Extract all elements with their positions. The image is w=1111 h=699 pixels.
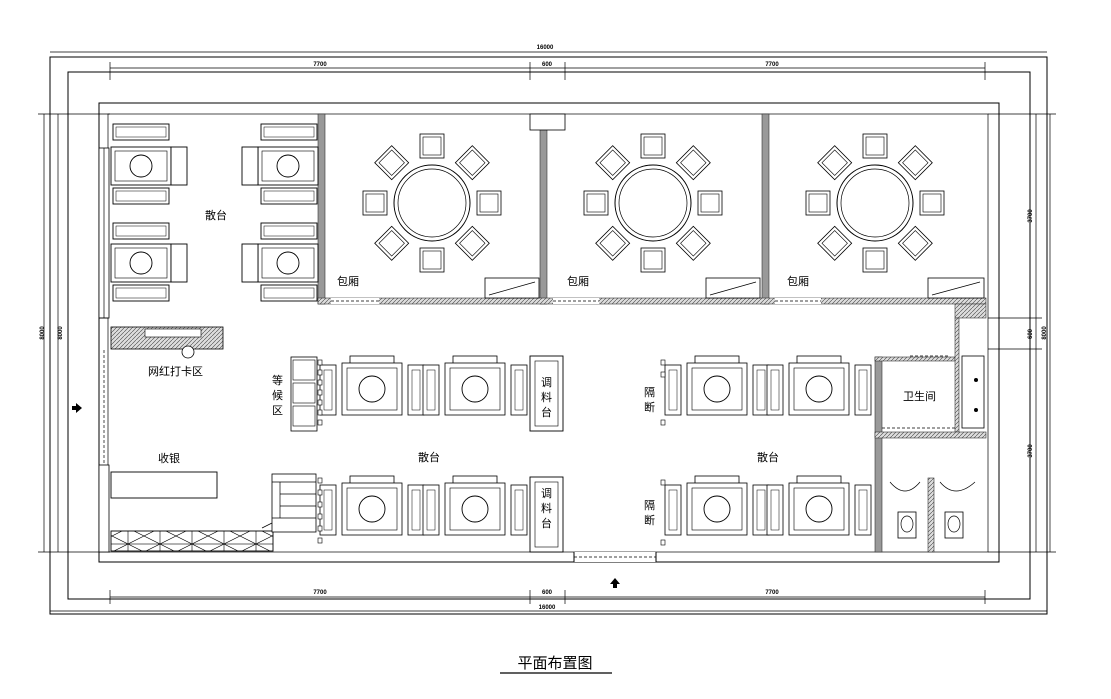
label-open-seating-mid: 散台 <box>418 450 440 464</box>
label-waiting-3: 区 <box>272 404 283 417</box>
label-private-room-3: 包厢 <box>787 275 809 288</box>
dim-bottom-seg-2: 600 <box>542 590 553 596</box>
label-partition-2b: 断 <box>644 513 655 527</box>
dim-right-seg-2: 600 <box>1028 328 1034 339</box>
dim-left-outer: 8000 <box>40 326 46 340</box>
label-cashier: 收银 <box>158 451 180 465</box>
label-partition-1b: 断 <box>644 400 655 414</box>
dim-bottom-total: 16000 <box>539 605 556 611</box>
label-seasoning-1a: 调 <box>541 376 552 389</box>
label-open-seating-left: 散台 <box>205 208 227 222</box>
dim-right-seg-3: 3700 <box>1028 444 1034 458</box>
label-seasoning-2b: 料 <box>541 501 552 515</box>
dim-left-inner: 8000 <box>58 326 64 340</box>
label-seasoning-1b: 料 <box>541 390 552 404</box>
label-private-room-1: 包厢 <box>337 275 359 288</box>
dim-bottom-seg-1: 7700 <box>313 590 327 596</box>
label-private-room-2: 包厢 <box>567 275 589 288</box>
label-seasoning-2c: 台 <box>541 516 552 530</box>
label-waiting-1: 等 <box>272 373 283 387</box>
label-waiting-2: 候 <box>272 388 283 402</box>
label-seasoning-1c: 台 <box>541 405 552 419</box>
dim-top-seg-1: 7700 <box>313 62 327 68</box>
label-open-seating-right: 散台 <box>757 450 779 464</box>
label-partition-1a: 隔 <box>644 386 655 399</box>
plan-title: 平面布置图 <box>517 654 592 672</box>
label-seasoning-2a: 调 <box>541 487 552 500</box>
dim-top-total: 16000 <box>537 45 554 51</box>
dim-top-seg-3: 7700 <box>765 62 779 68</box>
label-photo-zone: 网红打卡区 <box>148 364 203 378</box>
dim-bottom-seg-3: 7700 <box>765 590 779 596</box>
dim-right-total: 8000 <box>1042 326 1048 340</box>
dim-right-seg-1: 3700 <box>1028 209 1034 223</box>
dim-top-seg-2: 600 <box>542 62 553 68</box>
label-restroom: 卫生间 <box>903 389 936 403</box>
label-partition-2a: 隔 <box>644 499 655 512</box>
